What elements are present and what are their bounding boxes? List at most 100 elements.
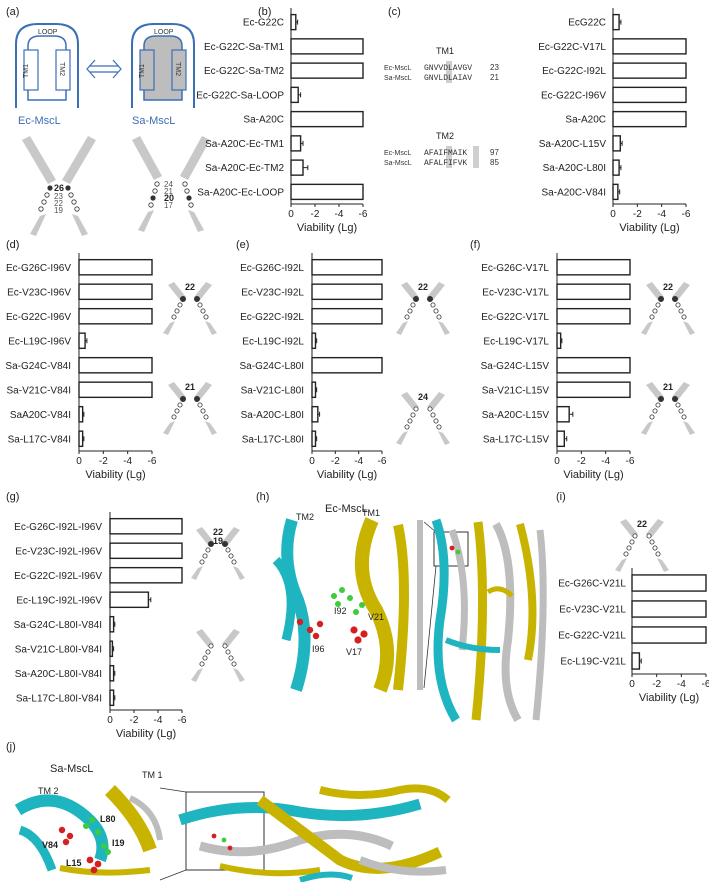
category-label: Sa-A20C-L15V bbox=[482, 410, 550, 421]
bar bbox=[311, 332, 317, 350]
category-label: Ec-L19C-I92L bbox=[242, 336, 304, 347]
structure-h-res-i96: I96 bbox=[312, 644, 325, 654]
bar bbox=[290, 13, 297, 31]
category-label: Sa-A20C-Ec-TM2 bbox=[205, 163, 284, 174]
category-label: Ec-G22C-Sa-LOOP bbox=[196, 90, 284, 101]
chart-d: Ec-G26C-I96VEc-V23C-I96VEc-G22C-I96VEc-L… bbox=[5, 253, 157, 481]
bar bbox=[612, 86, 687, 104]
x-tick-label: -4 bbox=[657, 209, 666, 220]
structure-h-tm2: TM2 bbox=[296, 512, 314, 522]
x-tick-label: -2 bbox=[577, 456, 586, 467]
alignment-tm2-name-ec: Ec-MscL bbox=[384, 150, 411, 157]
category-label: Sa-A20C bbox=[243, 115, 284, 126]
cartoon-i-top-label: 22 bbox=[637, 519, 647, 529]
x-tick-label: -6 bbox=[702, 679, 709, 690]
bar bbox=[556, 258, 631, 276]
ec-pos-19: 19 bbox=[54, 206, 63, 215]
x-axis-label: Viability (Lg) bbox=[297, 222, 357, 234]
alignment-tm1-num-ec: 23 bbox=[490, 63, 499, 72]
cartoon-e-bottom: 24 bbox=[396, 392, 450, 445]
x-tick-label: 0 bbox=[309, 456, 315, 467]
x-tick-label: -6 bbox=[626, 456, 635, 467]
category-label: Sa-V21C-L15V bbox=[482, 385, 550, 396]
bar bbox=[311, 356, 383, 374]
x-tick-label: -2 bbox=[311, 209, 320, 220]
alignment-tm1-title: TM1 bbox=[436, 46, 454, 56]
category-label: Sa-G24C-L80I bbox=[240, 361, 304, 372]
tm2-label-sa: TM2 bbox=[174, 62, 181, 76]
alignment-tm2-seq-sa: AFALFIFVK bbox=[424, 159, 467, 168]
bar bbox=[109, 664, 115, 682]
bar bbox=[290, 183, 364, 201]
bar bbox=[290, 62, 364, 79]
x-tick-label: 0 bbox=[629, 679, 635, 690]
category-label: Sa-A20C-V84I bbox=[542, 187, 606, 198]
category-label: Ec-L19C-I92L-I96V bbox=[16, 595, 102, 606]
bar bbox=[290, 38, 364, 55]
x-tick-label: -2 bbox=[652, 679, 661, 690]
structure-j-res-l15: L15 bbox=[66, 858, 82, 868]
bar bbox=[612, 62, 687, 79]
x-axis-label: Viability (Lg) bbox=[85, 469, 145, 481]
cartoon-e-top: 22 bbox=[396, 282, 450, 335]
structure-j-tm2: TM 2 bbox=[38, 786, 59, 796]
category-label: Ec-G26C-I92L-I96V bbox=[14, 522, 102, 533]
bar bbox=[556, 405, 570, 423]
category-label: Sa-G24C-V84I bbox=[5, 361, 71, 372]
category-label: Ec-G26C-V17L bbox=[481, 263, 549, 274]
cartoon-f-top: 22 bbox=[641, 282, 695, 335]
bar bbox=[556, 307, 631, 325]
category-label: Ec-G22C-I92L bbox=[240, 312, 304, 323]
category-label: Ec-G22C-I96V bbox=[6, 312, 71, 323]
category-label: Sa-V21C-V84I bbox=[7, 385, 71, 396]
x-axis-label: Viability (Lg) bbox=[619, 222, 679, 234]
alignment-tm1-name-sa: Sa-MscL bbox=[384, 75, 412, 82]
x-tick-label: -2 bbox=[99, 456, 108, 467]
cartoon-d-bottom: 21 bbox=[163, 382, 217, 435]
category-label: SaA20C-V84I bbox=[10, 410, 71, 421]
category-label: Sa-A20C bbox=[565, 115, 606, 126]
category-label: Sa-L17C-V84I bbox=[8, 434, 71, 445]
bar bbox=[109, 566, 183, 584]
x-tick-label: -4 bbox=[601, 456, 610, 467]
bar bbox=[78, 430, 84, 448]
x-tick-label: -6 bbox=[378, 456, 387, 467]
ec-pos-23: 23 bbox=[54, 192, 63, 201]
bar bbox=[556, 430, 565, 448]
category-label: Sa-L17C-L15V bbox=[483, 434, 549, 445]
charts: Ec-G22CEc-G22C-Sa-TM1Ec-G22C-Sa-TM2Ec-G2… bbox=[5, 8, 709, 740]
bar bbox=[612, 135, 621, 152]
chart-i: Ec-G26C-V21LEc-V23C-V21LEc-G22C-V21LEc-L… bbox=[558, 568, 709, 704]
structure-ec-mscl: Ec-MscL TM2 TM1 I92 V21 I96 V17 bbox=[272, 503, 547, 723]
tm1-label-sa: TM1 bbox=[139, 64, 146, 78]
category-label: Sa-A20C-Ec-LOOP bbox=[197, 187, 284, 198]
tm1-label-ec: TM1 bbox=[23, 64, 30, 78]
panel-label-c: (c) bbox=[388, 6, 401, 18]
x-tick-label: 0 bbox=[610, 209, 616, 220]
bar bbox=[612, 159, 620, 176]
bar bbox=[78, 332, 86, 350]
x-tick-label: -4 bbox=[123, 456, 132, 467]
panel-label-f: (f) bbox=[470, 239, 480, 251]
category-label: Sa-G24C-L80I-V84I bbox=[14, 620, 102, 631]
x-tick-label: -2 bbox=[633, 209, 642, 220]
bar bbox=[311, 283, 383, 301]
pore-cartoon-sa: 24 21 20 17 bbox=[132, 136, 210, 232]
category-label: Ec-G26C-I96V bbox=[6, 263, 71, 274]
cartoon-d-top: 22 bbox=[163, 282, 217, 335]
alignment-tm2-num-sa: 85 bbox=[490, 158, 499, 167]
category-label: Sa-A20C-L15V bbox=[539, 139, 607, 150]
sa-mscl-label: Sa-MscL bbox=[132, 115, 175, 127]
bar bbox=[290, 110, 364, 128]
category-label: Sa-A20C-L80I bbox=[543, 163, 606, 174]
category-label: Ec-V23C-V17L bbox=[482, 287, 549, 298]
panel-label-i: (i) bbox=[556, 491, 566, 503]
bar bbox=[311, 430, 317, 448]
alignment-tm2-title: TM2 bbox=[436, 131, 454, 141]
x-tick-label: -2 bbox=[130, 715, 139, 726]
sa-pos-21: 21 bbox=[164, 187, 173, 196]
bar bbox=[612, 110, 687, 128]
cartoon-g-top-label: 22 bbox=[213, 527, 223, 537]
